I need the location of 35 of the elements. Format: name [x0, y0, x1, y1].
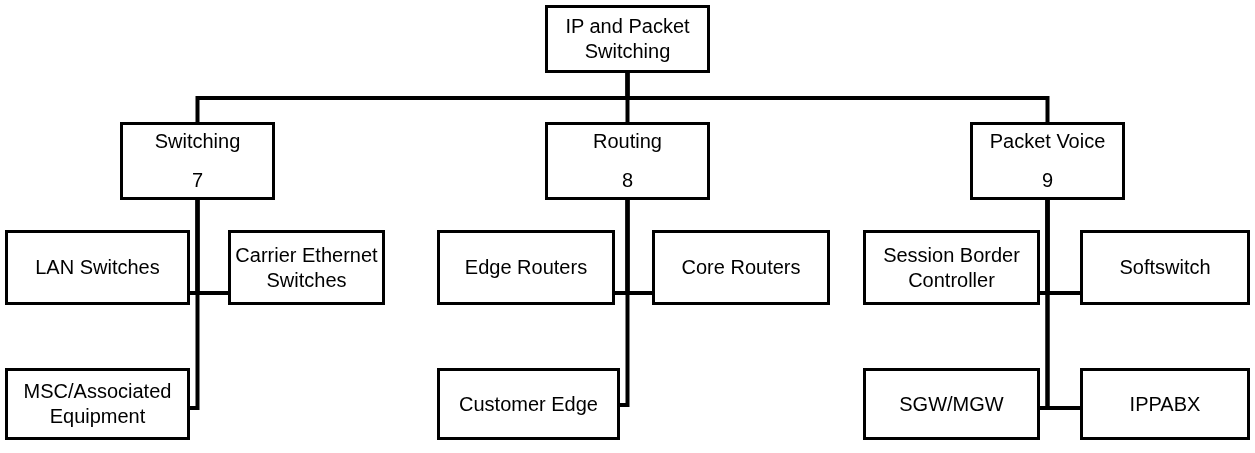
- category-box: [437, 368, 620, 440]
- category-box: [545, 5, 710, 73]
- box-title: Switching: [154, 129, 241, 154]
- box-number: 8: [621, 168, 634, 193]
- box-number: 7: [191, 168, 204, 193]
- box-title: Core Routers: [681, 255, 801, 280]
- box-title: Carrier Ethernet Switches: [235, 242, 378, 293]
- category-box: [5, 368, 190, 440]
- box-title: MSC/Associated Equipment: [22, 379, 173, 429]
- category-box: [545, 122, 710, 200]
- box-title: Customer Edge: [459, 391, 598, 417]
- connector-line: [620, 200, 630, 407]
- box-title: IP and Packet Switching: [564, 14, 691, 64]
- category-box: [120, 122, 275, 200]
- box-title: LAN Switches: [35, 255, 160, 280]
- box-title: IPPABX: [1129, 391, 1201, 417]
- category-box: [228, 230, 385, 305]
- box-title: Routing: [593, 129, 662, 154]
- category-box: [1080, 230, 1250, 305]
- box-title: Session Border Controller: [882, 242, 1021, 293]
- box-number: 9: [1041, 168, 1054, 193]
- connector-line: [190, 200, 200, 410]
- category-box: [652, 230, 830, 305]
- box-title: Edge Routers: [464, 255, 588, 280]
- category-box: [5, 230, 190, 305]
- box-title: SGW/MGW: [899, 391, 1004, 417]
- category-box: [437, 230, 615, 305]
- category-box: [970, 122, 1125, 200]
- box-title: Softswitch: [1119, 255, 1211, 280]
- box-title: Packet Voice: [989, 129, 1106, 154]
- category-box: [863, 368, 1040, 440]
- connector-line: [625, 73, 1050, 122]
- category-box: [863, 230, 1040, 305]
- category-box: [1080, 368, 1250, 440]
- connector-line: [1045, 200, 1080, 410]
